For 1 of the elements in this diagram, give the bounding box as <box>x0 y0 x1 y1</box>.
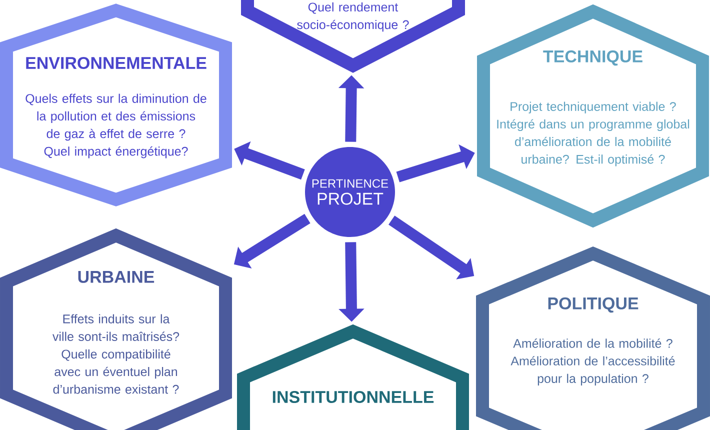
hexagon-box: Quel rendement socio-économique ? <box>241 0 465 73</box>
